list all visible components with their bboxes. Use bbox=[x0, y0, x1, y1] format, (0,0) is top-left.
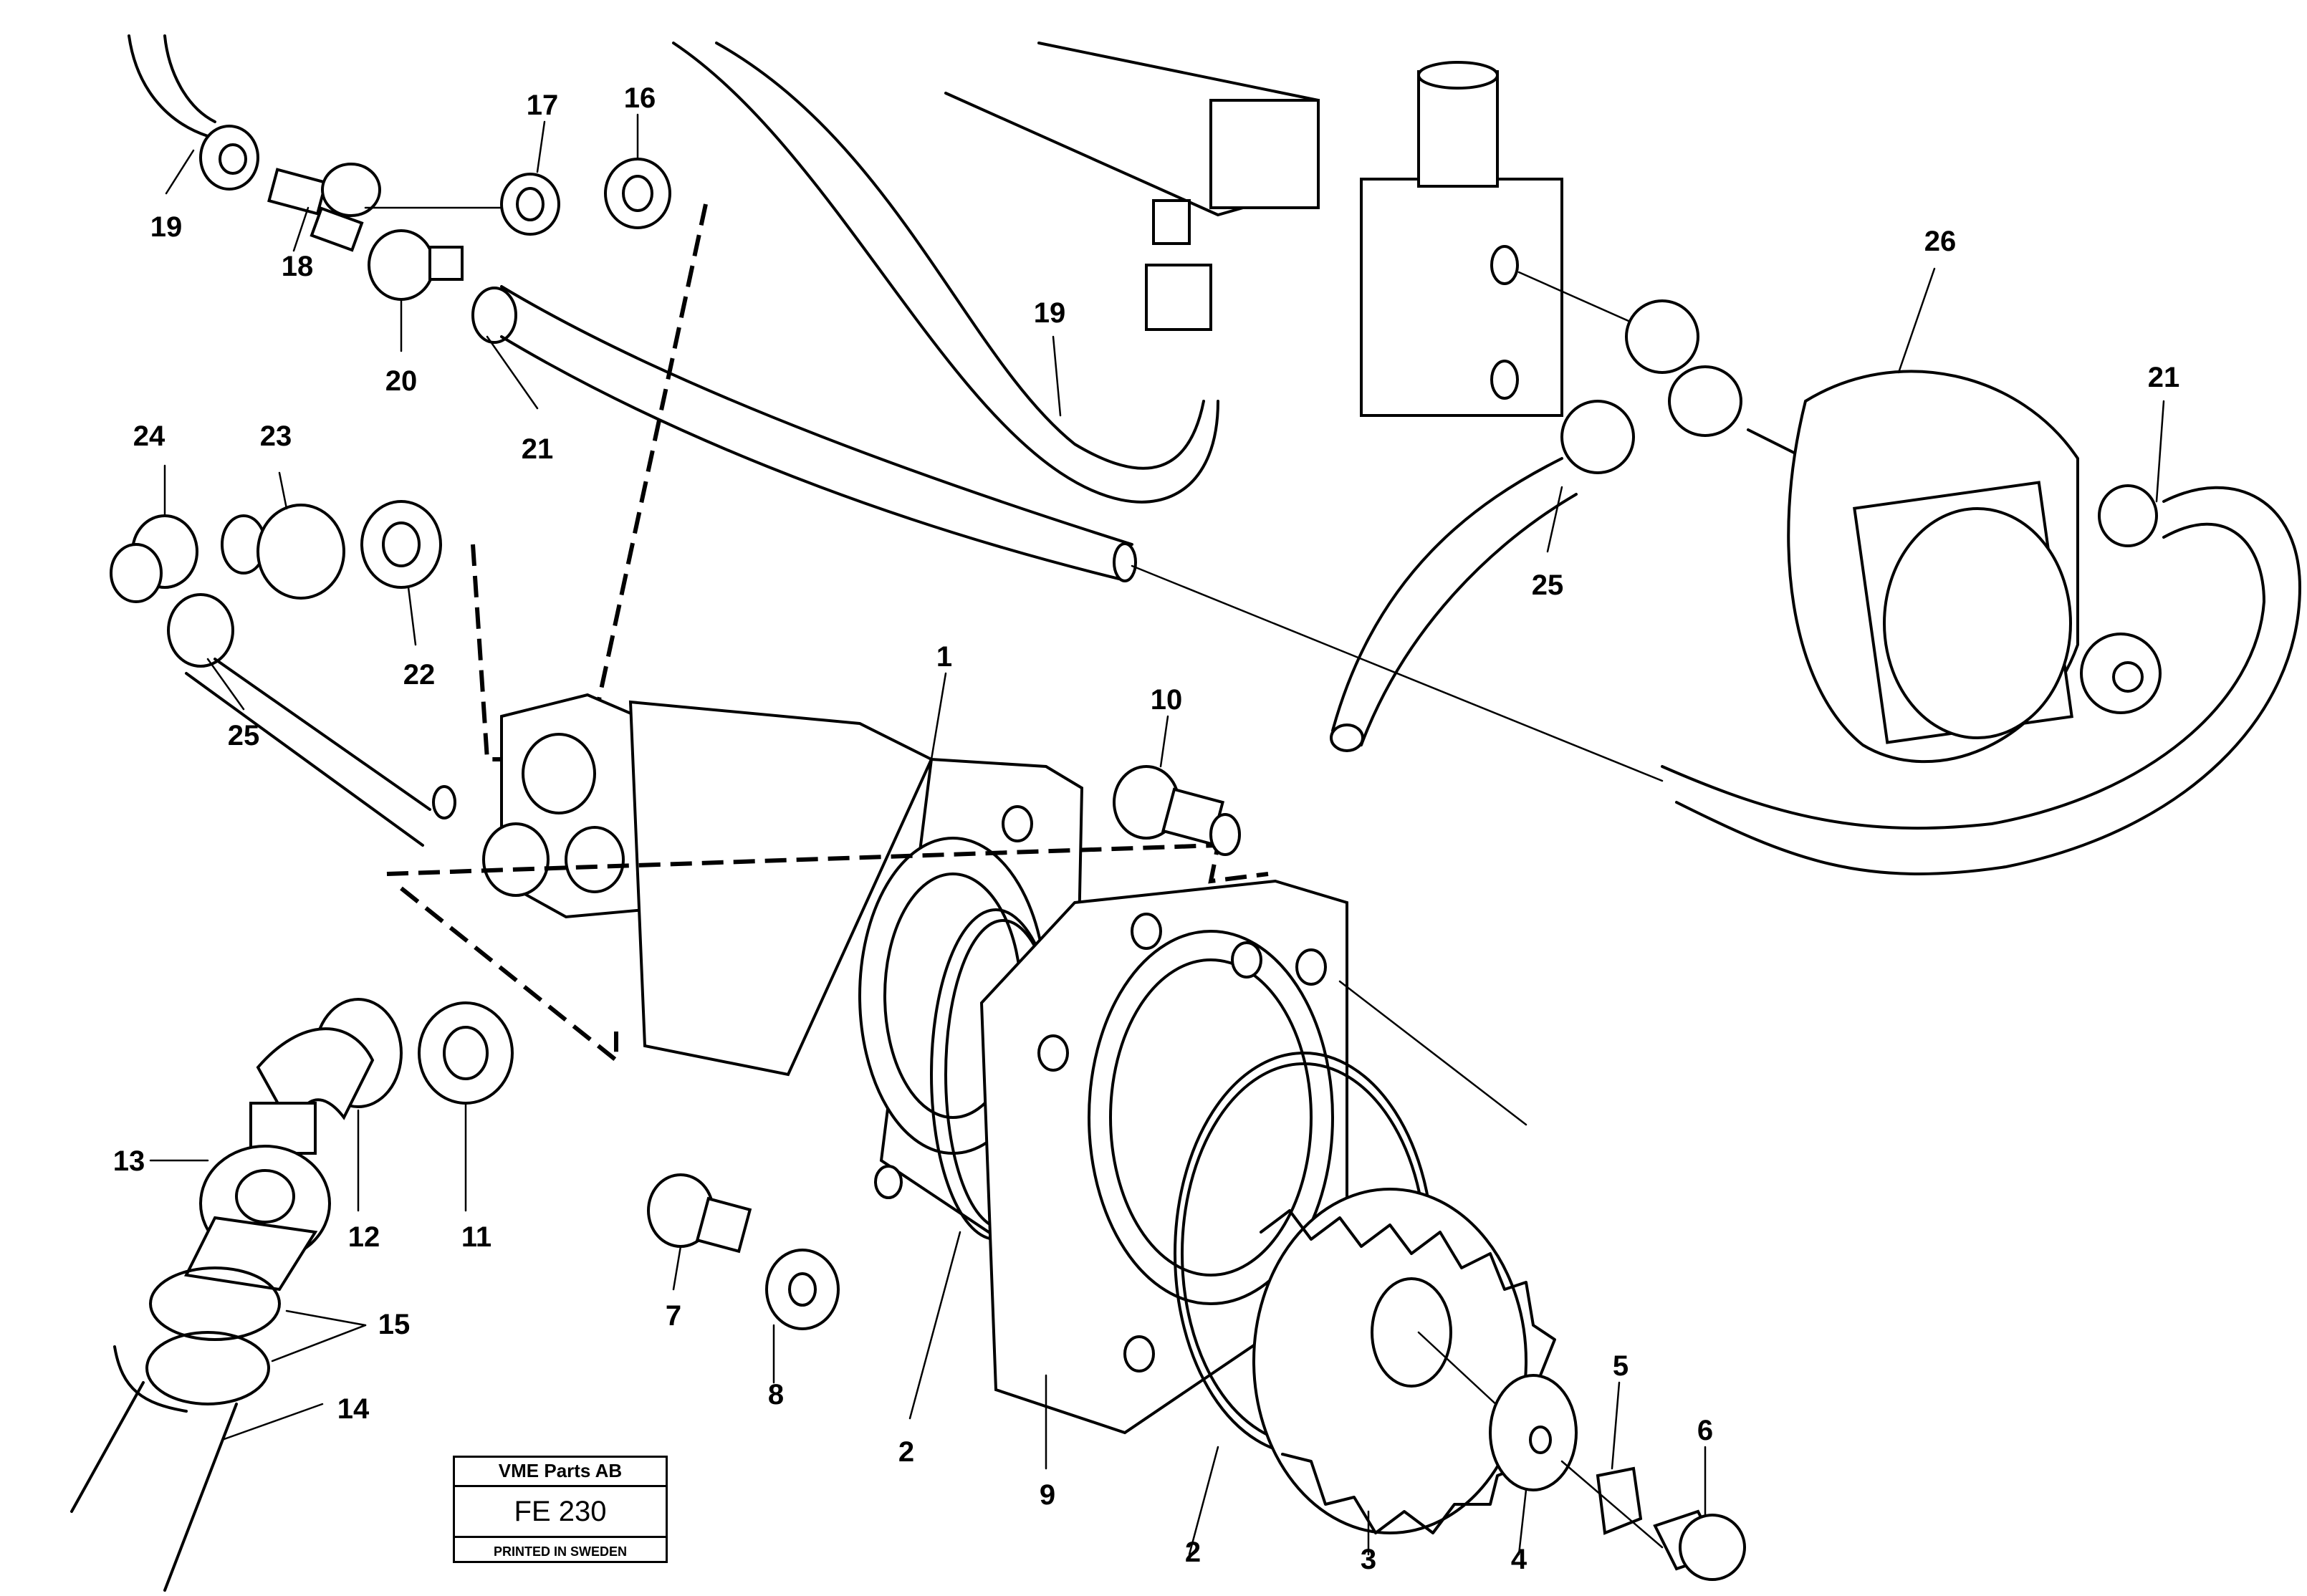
title-block-printed: PRINTED IN SWEDEN bbox=[493, 1544, 627, 1559]
label-24: 24 bbox=[133, 420, 166, 452]
label-7: 7 bbox=[666, 1300, 681, 1332]
title-block-drawing-code: FE 230 bbox=[455, 1487, 666, 1538]
label-19-left: 19 bbox=[150, 211, 183, 243]
bolt-10 bbox=[1113, 765, 1241, 856]
bolt-7-washer-8 bbox=[647, 1173, 840, 1330]
part-labels: 19 18 20 21 17 16 19 24 23 22 25 26 21 2… bbox=[113, 82, 2180, 1575]
label-13: 13 bbox=[113, 1145, 145, 1177]
label-6: 6 bbox=[1697, 1415, 1713, 1446]
label-25-right: 25 bbox=[1532, 569, 1564, 601]
label-19-mid: 19 bbox=[1034, 297, 1066, 329]
label-14: 14 bbox=[337, 1393, 370, 1425]
label-10: 10 bbox=[1151, 684, 1183, 716]
hose-and-bracket-top-center bbox=[672, 42, 1320, 504]
label-15: 15 bbox=[378, 1309, 411, 1340]
label-11: 11 bbox=[461, 1221, 491, 1253]
label-2-right: 2 bbox=[1185, 1537, 1201, 1568]
hose-assembly-top-left bbox=[128, 34, 1137, 853]
pump-26 bbox=[1131, 370, 2301, 875]
label-26: 26 bbox=[1924, 226, 1957, 257]
label-16: 16 bbox=[624, 82, 656, 114]
label-23: 23 bbox=[260, 420, 292, 452]
valve-block-top-right bbox=[1330, 61, 1807, 752]
fittings-left-22-25 bbox=[110, 500, 545, 847]
leader-lines bbox=[149, 113, 2165, 1556]
label-1: 1 bbox=[936, 641, 952, 673]
label-17: 17 bbox=[527, 90, 559, 121]
label-20: 20 bbox=[385, 365, 418, 397]
title-block-company: VME Parts AB bbox=[455, 1458, 666, 1487]
label-9: 9 bbox=[1040, 1479, 1055, 1511]
label-4: 4 bbox=[1511, 1544, 1527, 1575]
gear-3 bbox=[1252, 1188, 1556, 1534]
label-25-left: 25 bbox=[228, 720, 260, 751]
label-12: 12 bbox=[348, 1221, 380, 1253]
label-2-left: 2 bbox=[898, 1436, 914, 1468]
label-22: 22 bbox=[403, 659, 436, 691]
label-21-right: 21 bbox=[2148, 362, 2180, 393]
flange-9 bbox=[979, 879, 1527, 1435]
fittings-lower-left-11-15 bbox=[70, 998, 514, 1592]
label-21-left: 21 bbox=[522, 433, 554, 465]
title-block: VME Parts AB FE 230 PRINTED IN SWEDEN bbox=[453, 1456, 668, 1563]
label-8: 8 bbox=[768, 1379, 784, 1410]
label-18: 18 bbox=[282, 251, 314, 282]
label-3: 3 bbox=[1361, 1544, 1376, 1575]
washer-clip-bolt-4-5-6 bbox=[1489, 1374, 1746, 1581]
label-5: 5 bbox=[1613, 1350, 1629, 1382]
